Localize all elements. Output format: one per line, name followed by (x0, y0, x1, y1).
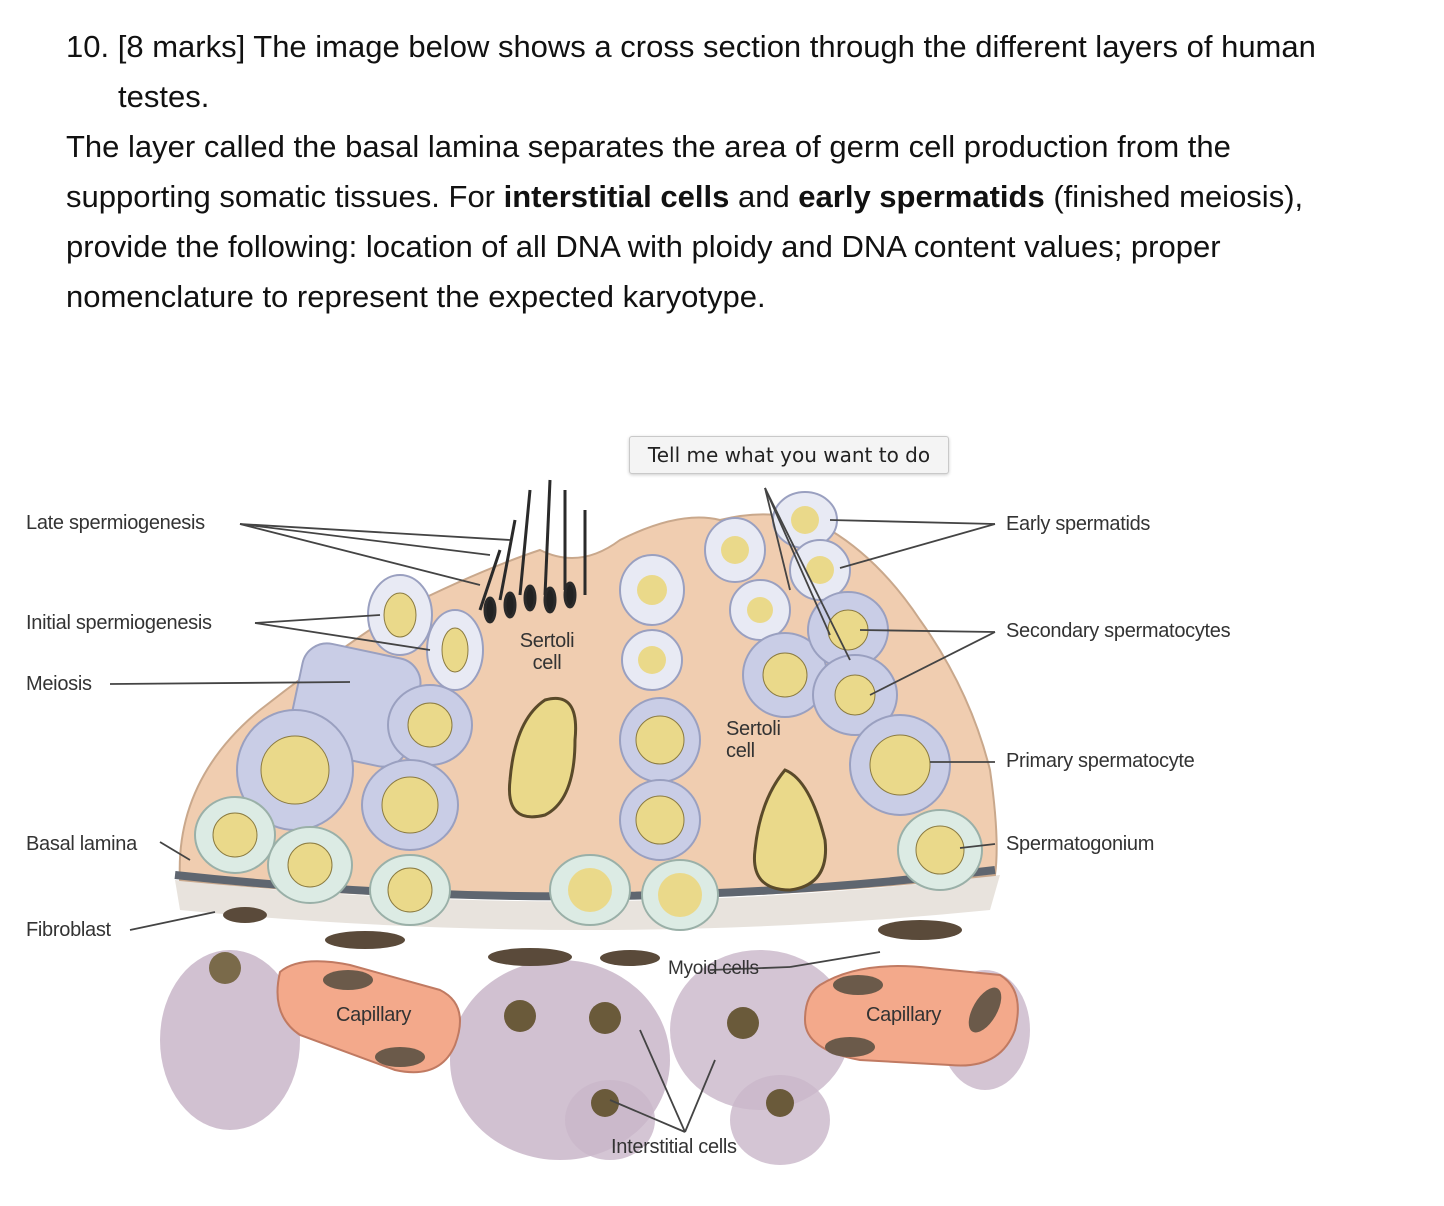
interstitial-cell-nuclei (209, 952, 794, 1117)
label-initial-spermiogenesis: Initial spermiogenesis (26, 612, 212, 634)
question-number: 10. (66, 29, 110, 64)
sertoli-nuclei (507, 697, 828, 892)
capillary-left (276, 960, 461, 1074)
capillary-right (803, 965, 1019, 1067)
label-meiosis: Meiosis (26, 673, 92, 695)
label-primary-spermatocyte: Primary spermatocyte (1006, 750, 1195, 772)
label-secondary-spermatocytes: Secondary spermatocytes (1006, 620, 1231, 642)
question-line-4: supporting somatic tissues. For intersti… (66, 172, 1406, 222)
bold-term-interstitial: interstitial cells (503, 179, 730, 214)
text-run: supporting somatic tissues. For (66, 179, 504, 214)
leader-lines (109, 487, 996, 1133)
sperm-tails (478, 479, 587, 624)
label-fibroblast: Fibroblast (26, 919, 111, 941)
testis-cross-section-figure: Late spermiogenesis Initial spermiogenes… (0, 420, 1444, 1206)
label-spermatogonium: Spermatogonium (1006, 833, 1155, 855)
bold-term-spermatids: early spermatids (798, 179, 1045, 214)
text-run: and (729, 179, 799, 214)
label-sertoli-cell-1: Sertoli cell (519, 630, 575, 674)
testis-illustration (109, 479, 1030, 1165)
label-capillary-left: Capillary (336, 1004, 412, 1026)
question-header: [8 marks] The image below shows a cross … (117, 29, 1316, 64)
question-line-1: 10. [8 marks] The image below shows a cr… (66, 22, 1406, 72)
question-text: 10. [8 marks] The image below shows a cr… (66, 22, 1406, 322)
question-line-2: testes. (118, 79, 210, 114)
question-line-3: The layer called the basal lamina separa… (66, 129, 1231, 164)
tell-me-tooltip[interactable]: Tell me what you want to do (629, 436, 949, 474)
label-early-spermatids: Early spermatids (1006, 513, 1151, 535)
label-late-spermiogenesis: Late spermiogenesis (26, 512, 205, 534)
question-line-6: nomenclature to represent the expected k… (66, 279, 766, 314)
label-capillary-right: Capillary (866, 1004, 942, 1026)
text-run: (finished meiosis), (1044, 179, 1304, 214)
label-basal-lamina: Basal lamina (26, 833, 137, 855)
label-interstitial-cells: Interstitial cells (611, 1136, 737, 1158)
question-line-5: provide the following: location of all D… (66, 229, 1221, 264)
label-myoid-cells: Myoid cells (668, 958, 759, 979)
label-sertoli-cell-2: Sertoli cell (726, 718, 781, 762)
